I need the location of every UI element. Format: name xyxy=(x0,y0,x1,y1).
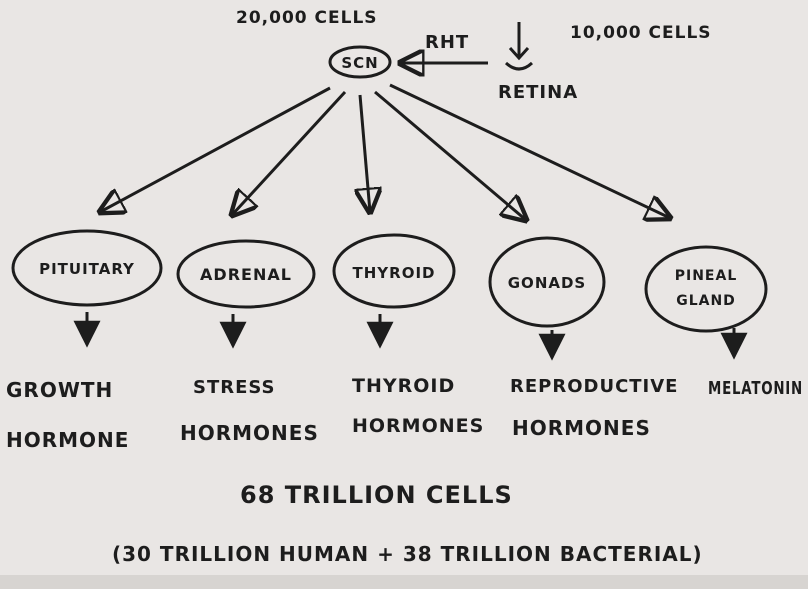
gland-adrenal: ADRENAL xyxy=(176,239,316,309)
gonads-oval xyxy=(488,236,606,328)
adrenal-oval xyxy=(176,239,316,309)
paper-edge xyxy=(0,575,808,589)
scn-node xyxy=(328,45,392,79)
thyroid-oval xyxy=(332,233,456,309)
arrow-to-adrenal xyxy=(232,90,347,215)
scn-label: SCN xyxy=(341,54,378,72)
pineal-hormone-line1: MELATONIN xyxy=(708,378,803,399)
pineal-oval xyxy=(644,245,768,333)
cells-breakdown: (30 TRILLION HUMAN + 38 TRILLION BACTERI… xyxy=(112,542,703,566)
arrow-to-pituitary xyxy=(100,86,331,212)
total-cells: 68 TRILLION CELLS xyxy=(240,481,513,509)
arrow-to-gonads xyxy=(374,90,526,220)
gland-gonads: GONADS xyxy=(488,236,606,328)
gland-thyroid: THYROID xyxy=(332,233,456,309)
gonads-hormone-line2: HORMONES xyxy=(512,416,651,440)
retina-icon xyxy=(504,61,534,71)
thyroid-label: THYROID xyxy=(353,264,436,282)
retina-label: RETINA xyxy=(498,82,578,103)
pituitary-label: PITUITARY xyxy=(39,260,135,278)
pineal-label-line1: PINEAL xyxy=(675,268,738,284)
arrow-to-thyroid xyxy=(360,94,370,212)
adrenal-hormone-line2: HORMONES xyxy=(180,421,319,445)
pituitary-hormone-line2: HORMONE xyxy=(6,428,129,452)
adrenal-label: ADRENAL xyxy=(200,265,292,284)
thyroid-hormone-line2: HORMONES xyxy=(352,415,484,437)
adrenal-hormone-line1: STRESS xyxy=(193,377,276,398)
retina-cell-count: 10,000 CELLS xyxy=(570,23,712,43)
gland-pineal: PINEAL GLAND xyxy=(644,245,768,333)
gonads-label: GONADS xyxy=(508,274,586,292)
gland-pituitary: PITUITARY xyxy=(11,229,163,307)
thyroid-hormone-line1: THYROID xyxy=(352,375,455,397)
arrow-to-pineal xyxy=(389,83,670,218)
gonads-hormone-line1: REPRODUCTIVE xyxy=(510,376,678,397)
rht-label: RHT xyxy=(425,32,469,53)
scn-cell-count: 20,000 CELLS xyxy=(236,8,378,28)
pineal-label-line2: GLAND xyxy=(676,293,736,309)
light-arrow-head xyxy=(508,46,530,61)
pituitary-hormone-line1: GROWTH xyxy=(6,378,113,402)
pituitary-oval xyxy=(11,229,163,307)
